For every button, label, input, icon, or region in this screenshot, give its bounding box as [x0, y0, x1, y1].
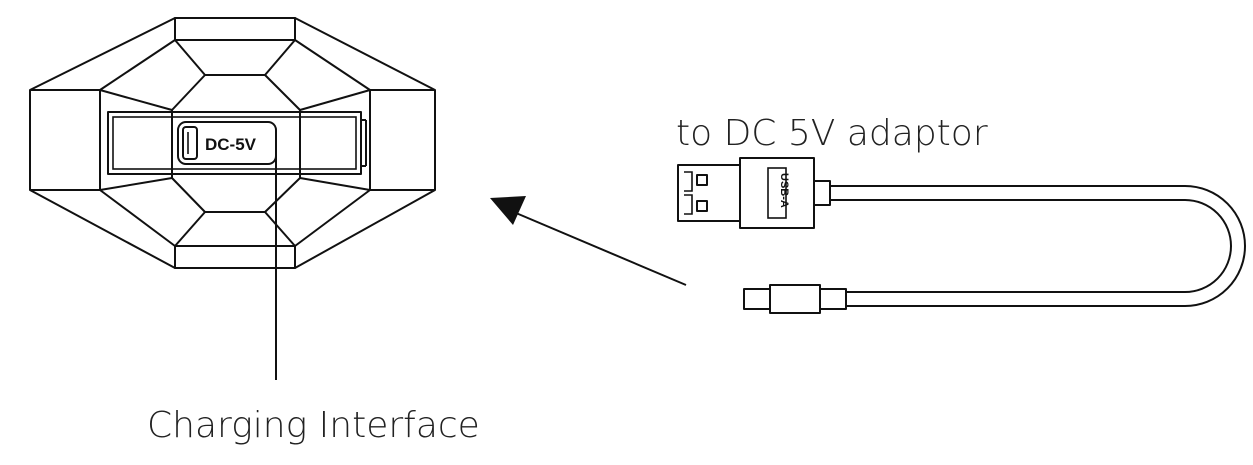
charging-interface-label: Charging Interface — [147, 405, 480, 446]
micro-plug-icon — [743, 284, 847, 314]
usb-type-label: USB-A — [778, 173, 790, 208]
dc-5v-port: DC-5V — [177, 121, 277, 165]
usb-a-plug-icon: USB-A — [677, 157, 831, 229]
device-outline — [29, 17, 436, 269]
port-label: DC-5V — [205, 135, 257, 154]
adaptor-label: to DC 5V adaptor — [676, 113, 988, 154]
cable-outer — [830, 185, 1246, 307]
arrow-icon — [490, 196, 687, 286]
cable-inner — [830, 199, 1232, 293]
